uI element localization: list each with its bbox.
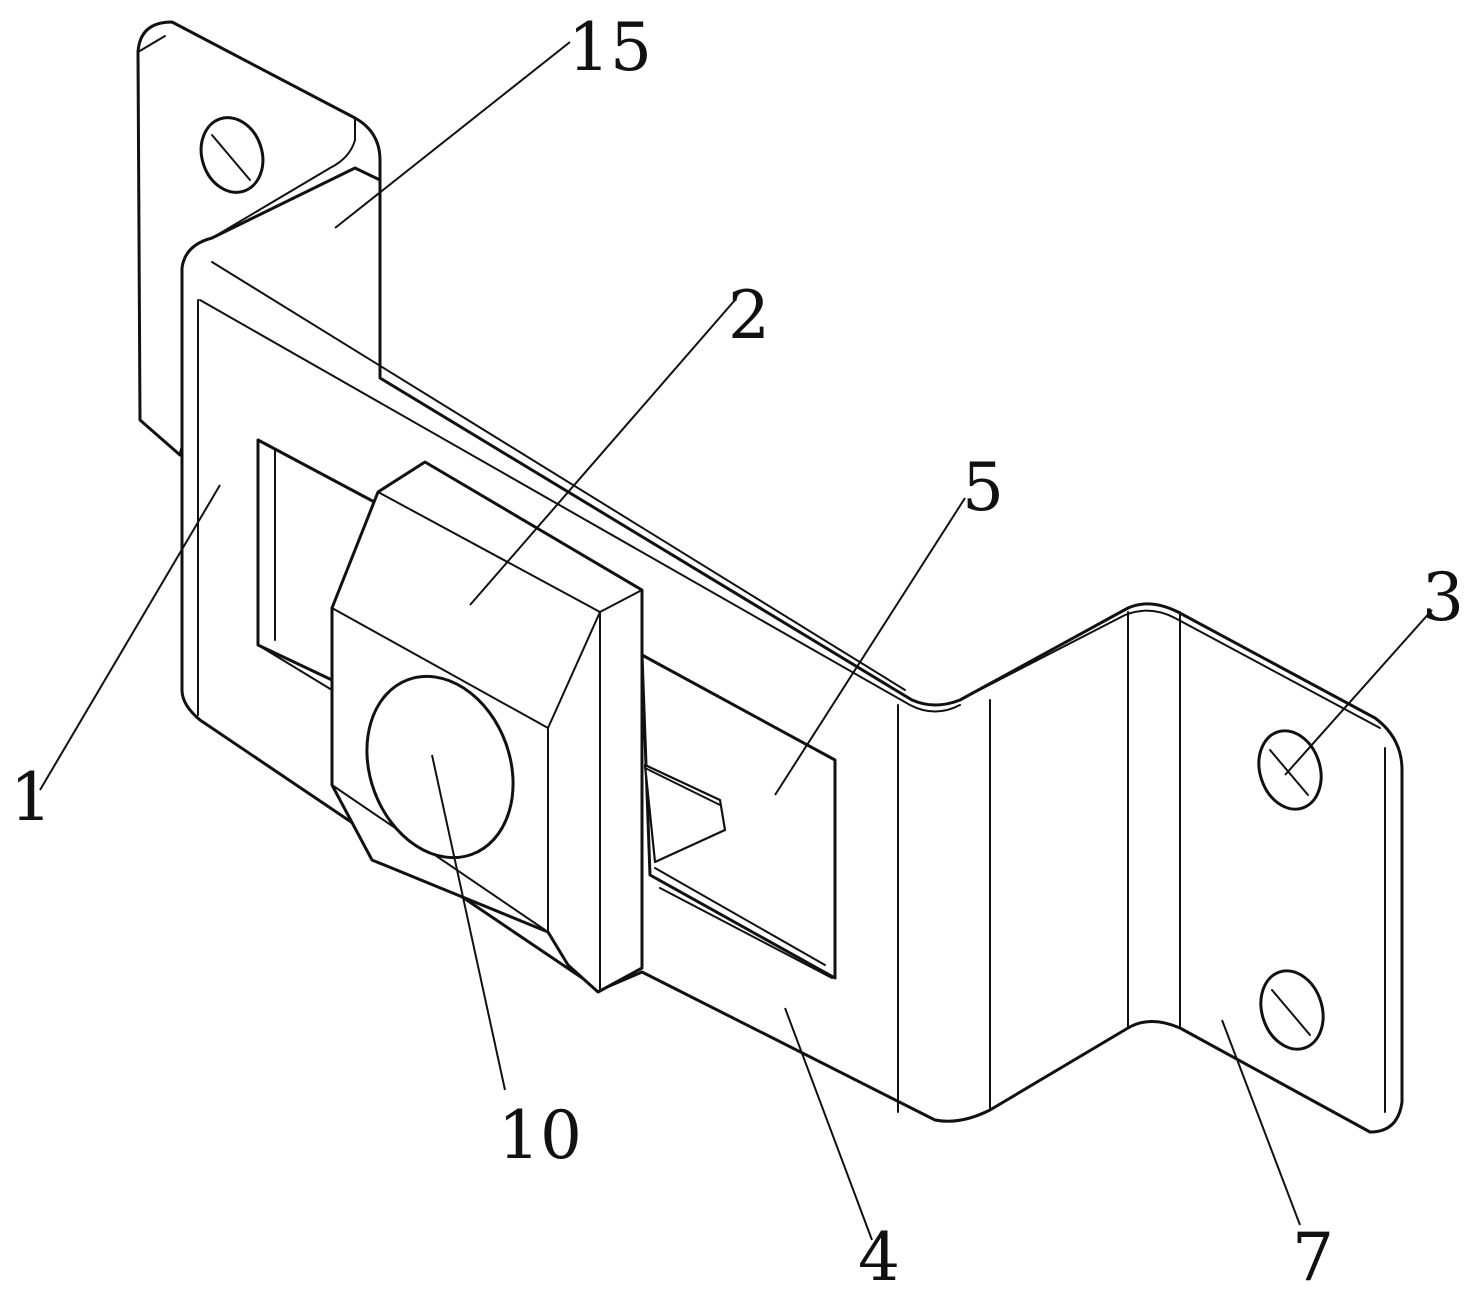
leader-2 — [469, 299, 736, 606]
leader-4 — [784, 1007, 873, 1241]
knob-circle — [365, 674, 515, 860]
leader-lines — [39, 41, 1433, 1241]
numeral-10: 10 — [498, 1097, 582, 1174]
leader-3 — [1284, 609, 1433, 776]
bolt-shaft — [643, 763, 727, 864]
leader-1 — [39, 484, 221, 791]
right-mounting-hole-bottom — [1259, 969, 1325, 1051]
leader-7 — [1221, 1019, 1301, 1226]
numeral-15: 15 — [568, 9, 652, 86]
leader-10 — [431, 754, 506, 1091]
numeral-3: 3 — [1422, 559, 1464, 636]
numeral-2: 2 — [728, 277, 770, 354]
numeral-7: 7 — [1292, 1219, 1334, 1296]
leader-5 — [774, 497, 966, 796]
numeral-5: 5 — [962, 449, 1004, 526]
numeral-4: 4 — [858, 1219, 900, 1296]
numeral-1: 1 — [10, 759, 52, 836]
leader-15 — [334, 41, 571, 229]
guide-slot — [256, 438, 837, 980]
left-mounting-hole — [199, 116, 265, 194]
